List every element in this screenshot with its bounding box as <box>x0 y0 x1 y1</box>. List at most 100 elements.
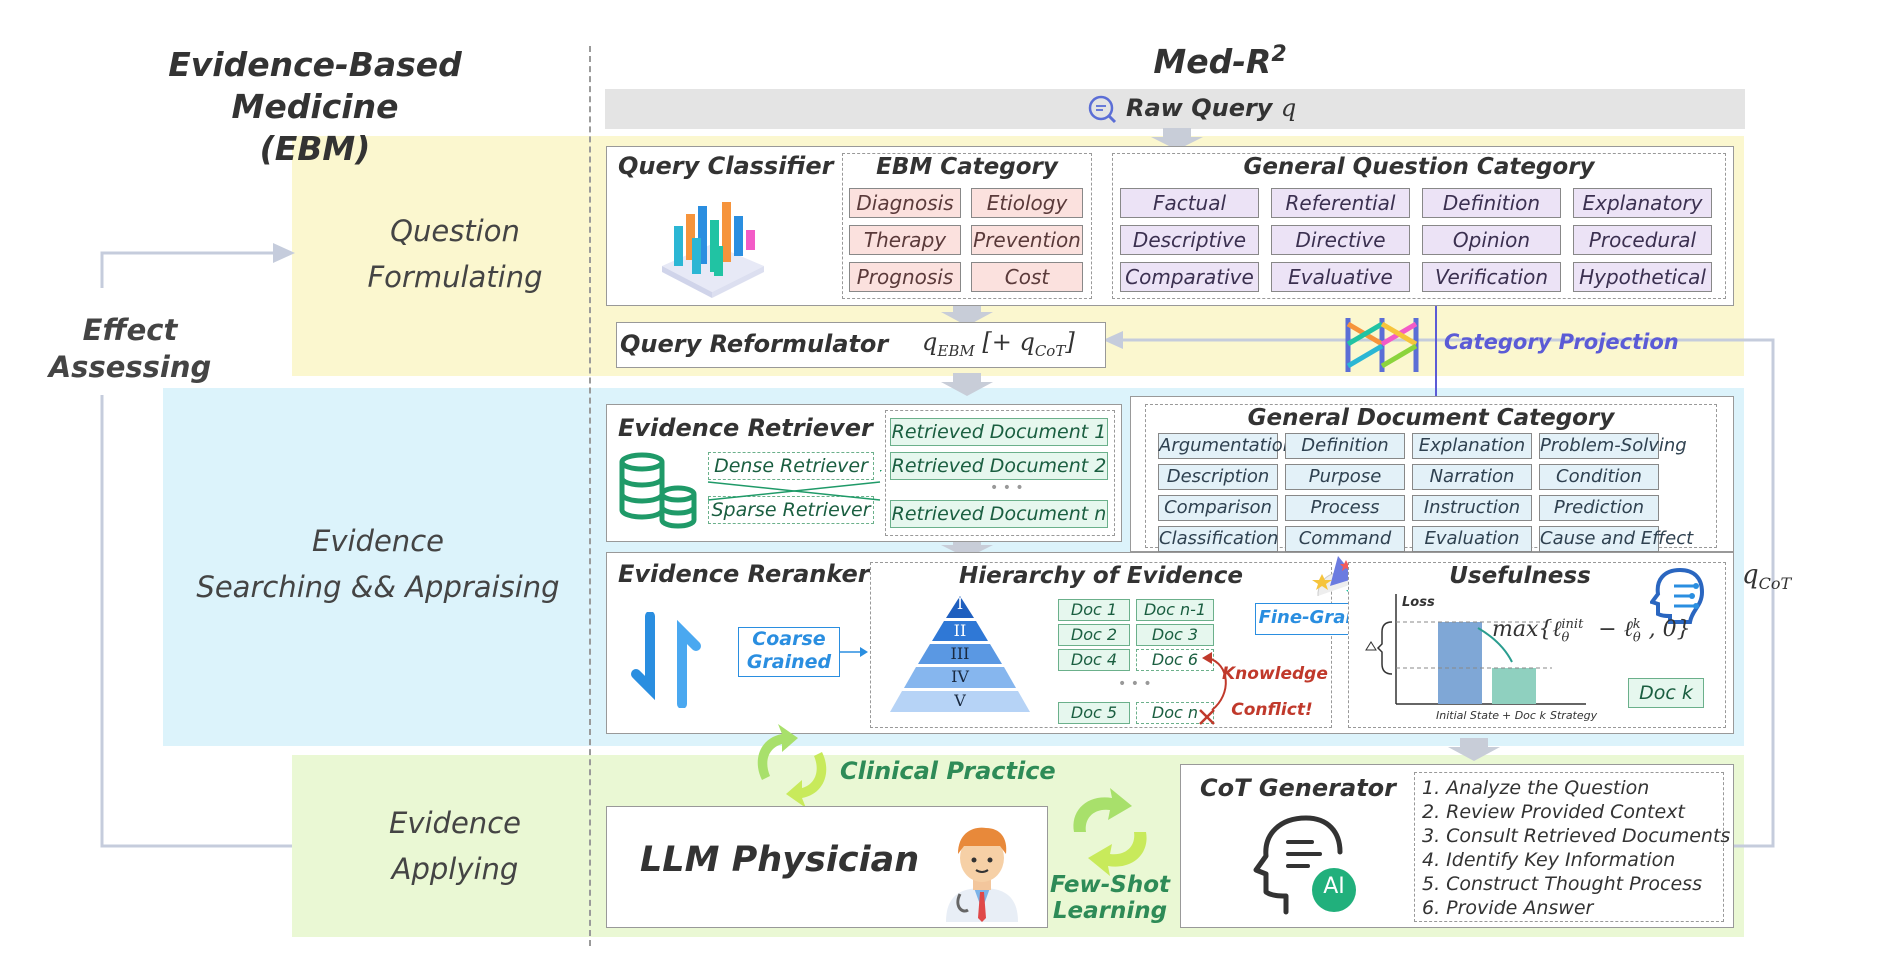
cot-step: 2. Review Provided Context <box>1422 801 1685 823</box>
evidence-reranker-title: Evidence Reranker <box>618 560 870 588</box>
rerank-doc-tag: Doc 3 <box>1136 624 1214 646</box>
reformulator-formula: qEBM [+ qCoT] <box>922 328 1075 360</box>
raw-query-label: Raw Query q <box>1126 94 1297 122</box>
pyramid-level-label: IV <box>951 667 969 686</box>
query-reformulator-title: Query Reformulator <box>620 330 889 358</box>
document-category-tag: Cause and Effect <box>1539 526 1693 552</box>
x-tick-initial: Initial State <box>1436 709 1499 722</box>
loss-brace <box>1376 621 1393 675</box>
retrieved-document-n: Retrieved Document n <box>890 500 1108 528</box>
document-category-tag: Condition <box>1539 464 1659 490</box>
retriever-cross-lines <box>707 470 882 501</box>
usefulness-bar <box>1438 622 1482 704</box>
question-category-tag: Factual <box>1120 188 1259 218</box>
document-category-tag: Description <box>1158 464 1278 490</box>
clinical-practice-label: Clinical Practice <box>840 757 1056 785</box>
rerank-ellipsis: • • • <box>1118 676 1152 692</box>
coarse-arrow <box>840 647 868 657</box>
query-classifier-title: Query Classifier <box>618 152 834 180</box>
chat-search-icon <box>1086 93 1118 125</box>
conflict-arrow <box>1199 652 1227 725</box>
sort-arrows-icon <box>630 611 712 709</box>
pyramid-level-label: II <box>953 621 967 640</box>
clinical-practice-icon <box>742 720 842 812</box>
ebm-category-title: EBM Category <box>876 154 1058 180</box>
llm-physician-label: LLM Physician <box>640 840 920 880</box>
question-category-tag: Verification <box>1422 262 1561 292</box>
cot-generator-title: CoT Generator <box>1200 774 1396 802</box>
ai-badge: AI <box>1323 874 1345 899</box>
x-axis-label: Strategy <box>1550 709 1598 722</box>
document-category-tag: Process <box>1285 495 1405 521</box>
rerank-doc-tag: Doc n-1 <box>1136 599 1214 621</box>
retrieved-ellipsis: • • • <box>990 480 1024 496</box>
medr2-title: Med-R2 <box>1153 42 1287 81</box>
usefulness-formula: max{ℓθinit − ℓθk, 0} <box>1492 616 1691 646</box>
document-category-tag: Narration <box>1412 464 1532 490</box>
divider-line <box>589 46 591 946</box>
ebm-category-tag: Prognosis <box>849 262 961 292</box>
rerank-doc-tag: Doc 2 <box>1058 624 1130 646</box>
category-projection-label: Category Projection <box>1444 330 1679 354</box>
document-category-tag: Problem-Solving <box>1539 433 1687 459</box>
document-category-tag: Classification <box>1158 526 1278 552</box>
general-question-category-title: General Question Category <box>1243 154 1595 180</box>
question-category-tag: Opinion <box>1422 225 1561 255</box>
doctor-icon <box>940 818 1024 922</box>
loss-axis-label: Loss <box>1402 595 1435 610</box>
evidence-pyramid <box>890 596 1030 712</box>
usefulness-bar <box>1492 668 1536 704</box>
query-reformulator-box <box>616 322 1106 368</box>
ai-head-icon <box>1250 812 1360 916</box>
dense-retriever-tag: Dense Retriever <box>708 452 874 480</box>
document-category-tag: Comparison <box>1158 495 1278 521</box>
rerank-doc-tag: Doc 5 <box>1058 702 1130 724</box>
doc-k-tag: Doc k <box>1628 678 1704 708</box>
document-category-tag: Evaluation <box>1412 526 1532 552</box>
rerank-doc-tag: Doc 4 <box>1058 649 1130 671</box>
projection-icon <box>1340 314 1424 376</box>
evidence-retriever-title: Evidence Retriever <box>618 414 873 442</box>
document-category-tag: Purpose <box>1285 464 1405 490</box>
general-document-category-title: General Document Category <box>1247 405 1615 431</box>
cot-step: 5. Construct Thought Process <box>1422 873 1702 895</box>
document-category-tag: Command <box>1285 526 1405 552</box>
question-category-tag: Procedural <box>1573 225 1712 255</box>
rerank-doc-tag: Doc 6 <box>1136 649 1214 671</box>
hierarchy-title: Hierarchy of Evidence <box>958 563 1244 589</box>
retrieved-document-1: Retrieved Document 1 <box>890 418 1108 446</box>
document-category-tag: Argumentation <box>1158 433 1294 459</box>
question-category-tag: Referential <box>1271 188 1410 218</box>
ebm-category-tag: Prevention <box>971 225 1083 255</box>
pyramid-level-label: V <box>954 691 966 710</box>
pyramid-level-label: III <box>950 644 970 663</box>
raw-query-bar <box>605 89 1745 129</box>
question-category-tag: Directive <box>1271 225 1410 255</box>
retrieved-document-2: Retrieved Document 2 <box>890 452 1108 480</box>
cot-step: 1. Analyze the Question <box>1422 777 1650 799</box>
question-category-tag: Evaluative <box>1271 262 1410 292</box>
usefulness-title: Usefulness <box>1449 563 1591 589</box>
delta-icon <box>1365 641 1377 651</box>
rerank-doc-tag: Doc n <box>1136 702 1214 724</box>
sparse-retriever-tag: Sparse Retriever <box>708 496 874 524</box>
few-shot-icon <box>1062 784 1158 880</box>
ebm-category-tag: Cost <box>971 262 1083 292</box>
question-category-tag: Explanatory <box>1573 188 1712 218</box>
ebm-category-tag: Etiology <box>971 188 1083 218</box>
document-category-tag: Instruction <box>1412 495 1532 521</box>
cot-step: 4. Identify Key Information <box>1422 849 1676 871</box>
ai-brain-icon <box>1648 566 1708 624</box>
question-category-tag: Definition <box>1422 188 1561 218</box>
cot-steps-box <box>1414 772 1724 922</box>
ebm-category-tag: Diagnosis <box>849 188 961 218</box>
